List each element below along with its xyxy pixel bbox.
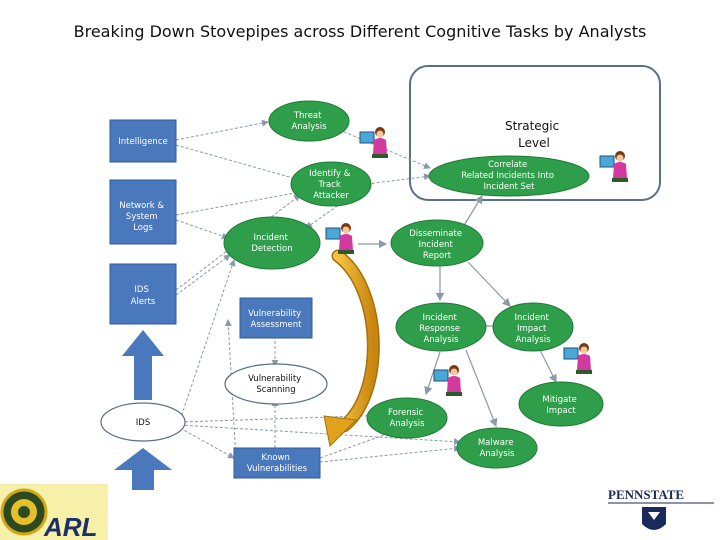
node-known-vulns: Known Vulnerabilities [233, 447, 321, 479]
svg-text:Known Vulnerabilities: Known Vulnerabilities [247, 453, 308, 474]
analyst-icon [563, 343, 592, 374]
node-incident-response: Incident Response Analysis [395, 302, 487, 352]
svg-text:Vulnerability Assessment: Vulnerability Assessment [248, 309, 304, 330]
svg-text:Incident Impact An: Incident Impact Analysis [515, 313, 552, 345]
svg-text:Mitigate Impact: Mitigate Impact [542, 395, 579, 416]
page-title: Breaking Down Stovepipes across Differen… [73, 22, 647, 41]
node-threat-analysis: Threat Analysis [268, 100, 350, 142]
svg-text:Intelligence: Intelligence [118, 137, 167, 147]
node-vuln-assessment: Vulnerability Assessment [239, 297, 313, 339]
node-vuln-scanning: Vulnerability Scanning [224, 363, 328, 405]
svg-text:Incident Detection: Incident Detection [251, 233, 292, 254]
svg-text:Identify & Track A: Identify & Track Attacker [309, 169, 353, 201]
svg-text:Vulnerability Scanning: Vulnerability Scanning [248, 374, 304, 395]
up-arrow-ids [114, 448, 172, 490]
node-mitigate: Mitigate Impact [518, 381, 604, 427]
source-intelligence: Intelligence [109, 119, 177, 163]
svg-text:Disseminate Incident: Disseminate Incident Report [409, 229, 465, 261]
svg-text:Incident Response: Incident Response Analysis [419, 313, 463, 345]
source-network-logs: Network & System Logs [109, 179, 177, 245]
svg-text:IDS Alerts: IDS Alerts [131, 285, 156, 307]
svg-text:Correlate Related Incide: Correlate Related Incidents Into Inciden… [461, 160, 557, 192]
svg-text:Network & System L: Network & System Logs [119, 201, 167, 233]
up-arrow-ids-alerts [122, 330, 164, 400]
source-ids-alerts: IDS Alerts [109, 263, 177, 325]
svg-text:PENNSTATE: PENNSTATE [608, 487, 684, 502]
pennstate-logo: PENNSTATE [608, 487, 714, 530]
strategic-level-label: Strategic Level [505, 119, 563, 150]
node-identify-track: Identify & Track Attacker [290, 161, 372, 207]
source-ids: IDS [100, 402, 186, 442]
feedback-curved-arrow [323, 249, 380, 448]
node-forensic: Forensic Analysis [366, 397, 448, 439]
svg-text:Forensic Analysis: Forensic Analysis [388, 408, 426, 429]
connector-lines [175, 119, 461, 463]
analyst-icon [359, 127, 388, 158]
analyst-icon [599, 151, 628, 182]
node-malware: Malware Analysis [456, 427, 538, 469]
svg-text:ARL: ARL [43, 512, 97, 540]
node-incident-detection: Incident Detection [223, 216, 321, 270]
svg-text:Threat Analysis: Threat Analysis [291, 111, 327, 132]
analyst-icon [433, 365, 462, 396]
analyst-icon [325, 223, 354, 254]
node-correlate: Correlate Related Incidents Into Inciden… [428, 155, 590, 197]
svg-text:IDS: IDS [136, 418, 150, 428]
svg-text:Malware Analysis: Malware Analysis [478, 438, 516, 459]
node-disseminate: Disseminate Incident Report [390, 219, 484, 267]
node-incident-impact: Incident Impact Analysis [492, 302, 574, 352]
arl-logo: ARL [0, 484, 108, 540]
